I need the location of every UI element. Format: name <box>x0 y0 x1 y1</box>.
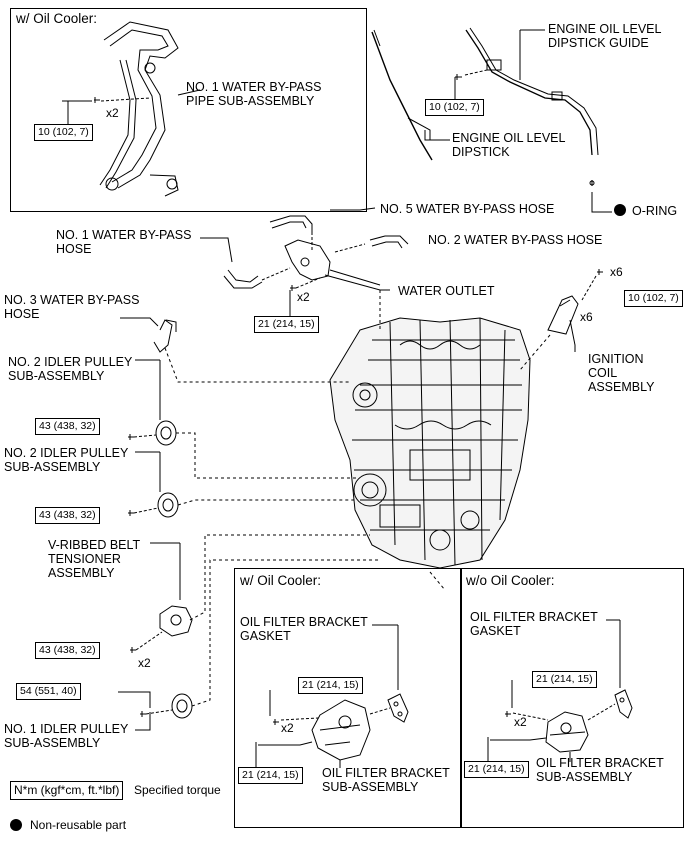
dipstick-drawing <box>371 31 433 161</box>
oil-filter-bracket-a-drawing <box>311 699 371 761</box>
label-bracket-b: OIL FILTER BRACKET SUB-ASSEMBLY <box>536 756 664 784</box>
torque-water-outlet: 21 (214, 15) <box>254 316 319 333</box>
no-oil-cooler-bracket-frame <box>460 568 684 828</box>
label-bypass-hose-1: NO. 1 WATER BY-PASS HOSE <box>56 228 192 256</box>
gasket-b-drawing <box>614 689 633 719</box>
legend-nonreusable-text: Non-reusable part <box>30 818 127 832</box>
label-bypass-hose-5: NO. 5 WATER BY-PASS HOSE <box>380 202 555 216</box>
torque-bracket-b-bottom: 21 (214, 15) <box>464 761 529 778</box>
label-idler-pulley-1: NO. 1 IDLER PULLEY SUB-ASSEMBLY <box>4 722 129 750</box>
torque-coil: 10 (102, 7) <box>624 290 683 307</box>
engine-block <box>329 317 531 569</box>
mult-bracket-a: x2 <box>281 721 294 735</box>
label-bypass-hose-3: NO. 3 WATER BY-PASS HOSE <box>4 293 140 321</box>
legend-torque-unit: N*m (kgf*cm, ft.*lbf) <box>10 781 124 800</box>
frame-title-oil-cooler-top: w/ Oil Cooler: <box>16 11 98 26</box>
mult-water-outlet: x2 <box>297 290 310 304</box>
bypass-hose-3-drawing <box>153 319 173 353</box>
water-bypass-pipe-drawing <box>99 21 179 197</box>
legend-torque-text: Specified torque <box>134 783 221 797</box>
torque-idler-1: 54 (551, 40) <box>16 683 81 700</box>
oil-cooler-bracket-frame <box>234 568 462 828</box>
tensioner-drawing <box>159 605 193 637</box>
frame-title-oil-cooler-bottom: w/ Oil Cooler: <box>240 573 322 588</box>
bypass-hose-1-drawing <box>227 269 259 283</box>
torque-idler-2a: 43 (438, 32) <box>35 418 100 435</box>
label-bypass-pipe: NO. 1 WATER BY-PASS PIPE SUB-ASSEMBLY <box>186 80 322 108</box>
oil-cooler-pipe-frame <box>10 8 367 212</box>
nonreusable-legend-icon <box>10 819 22 831</box>
frame-title-no-oil-cooler: w/o Oil Cooler: <box>466 573 555 588</box>
idler-pulley-2b-drawing <box>157 492 179 518</box>
bypass-hose-5-drawing <box>269 215 313 232</box>
label-gasket-a: OIL FILTER BRACKET GASKET <box>240 615 368 643</box>
o-ring-nonreusable-icon <box>614 204 626 216</box>
torque-bracket-b-top: 21 (214, 15) <box>532 671 597 688</box>
mult-coil-bolt: x6 <box>610 265 623 279</box>
label-ignition-coil: IGNITION COIL ASSEMBLY <box>588 352 655 394</box>
label-idler-pulley-2a: NO. 2 IDLER PULLEY SUB-ASSEMBLY <box>8 355 133 383</box>
mult-bracket-b: x2 <box>514 715 527 729</box>
gasket-a-drawing <box>387 693 409 723</box>
idler-pulley-1-drawing <box>171 693 193 719</box>
ignition-coil-drawing <box>547 295 579 335</box>
mult-pipe: x2 <box>106 106 119 120</box>
torque-guide: 10 (102, 7) <box>425 99 484 116</box>
bypass-hose-2-drawing <box>369 235 409 245</box>
oil-filter-bracket-b-drawing <box>545 711 589 753</box>
label-o-ring: O-RING <box>632 204 678 218</box>
torque-bracket-a-top: 21 (214, 15) <box>298 677 363 694</box>
torque-bracket-a-bottom: 21 (214, 15) <box>238 767 303 784</box>
idler-pulley-2a-drawing <box>155 420 177 446</box>
torque-pipe: 10 (102, 7) <box>34 124 93 141</box>
torque-idler-2b: 43 (438, 32) <box>35 507 100 524</box>
label-idler-pulley-2b: NO. 2 IDLER PULLEY SUB-ASSEMBLY <box>4 446 129 474</box>
label-gasket-b: OIL FILTER BRACKET GASKET <box>470 610 598 638</box>
mult-tensioner: x2 <box>138 656 151 670</box>
label-dipstick-guide: ENGINE OIL LEVEL DIPSTICK GUIDE <box>548 22 662 50</box>
mult-coil: x6 <box>580 310 593 324</box>
label-bracket-a: OIL FILTER BRACKET SUB-ASSEMBLY <box>322 766 450 794</box>
label-tensioner: V-RIBBED BELT TENSIONER ASSEMBLY <box>48 538 141 580</box>
torque-tensioner: 43 (438, 32) <box>35 642 100 659</box>
label-dipstick: ENGINE OIL LEVEL DIPSTICK <box>452 131 566 159</box>
water-outlet-drawing <box>284 239 331 281</box>
dipstick-guide-drawing <box>465 29 593 156</box>
label-bypass-hose-2: NO. 2 WATER BY-PASS HOSE <box>428 233 603 247</box>
label-water-outlet: WATER OUTLET <box>398 284 495 298</box>
